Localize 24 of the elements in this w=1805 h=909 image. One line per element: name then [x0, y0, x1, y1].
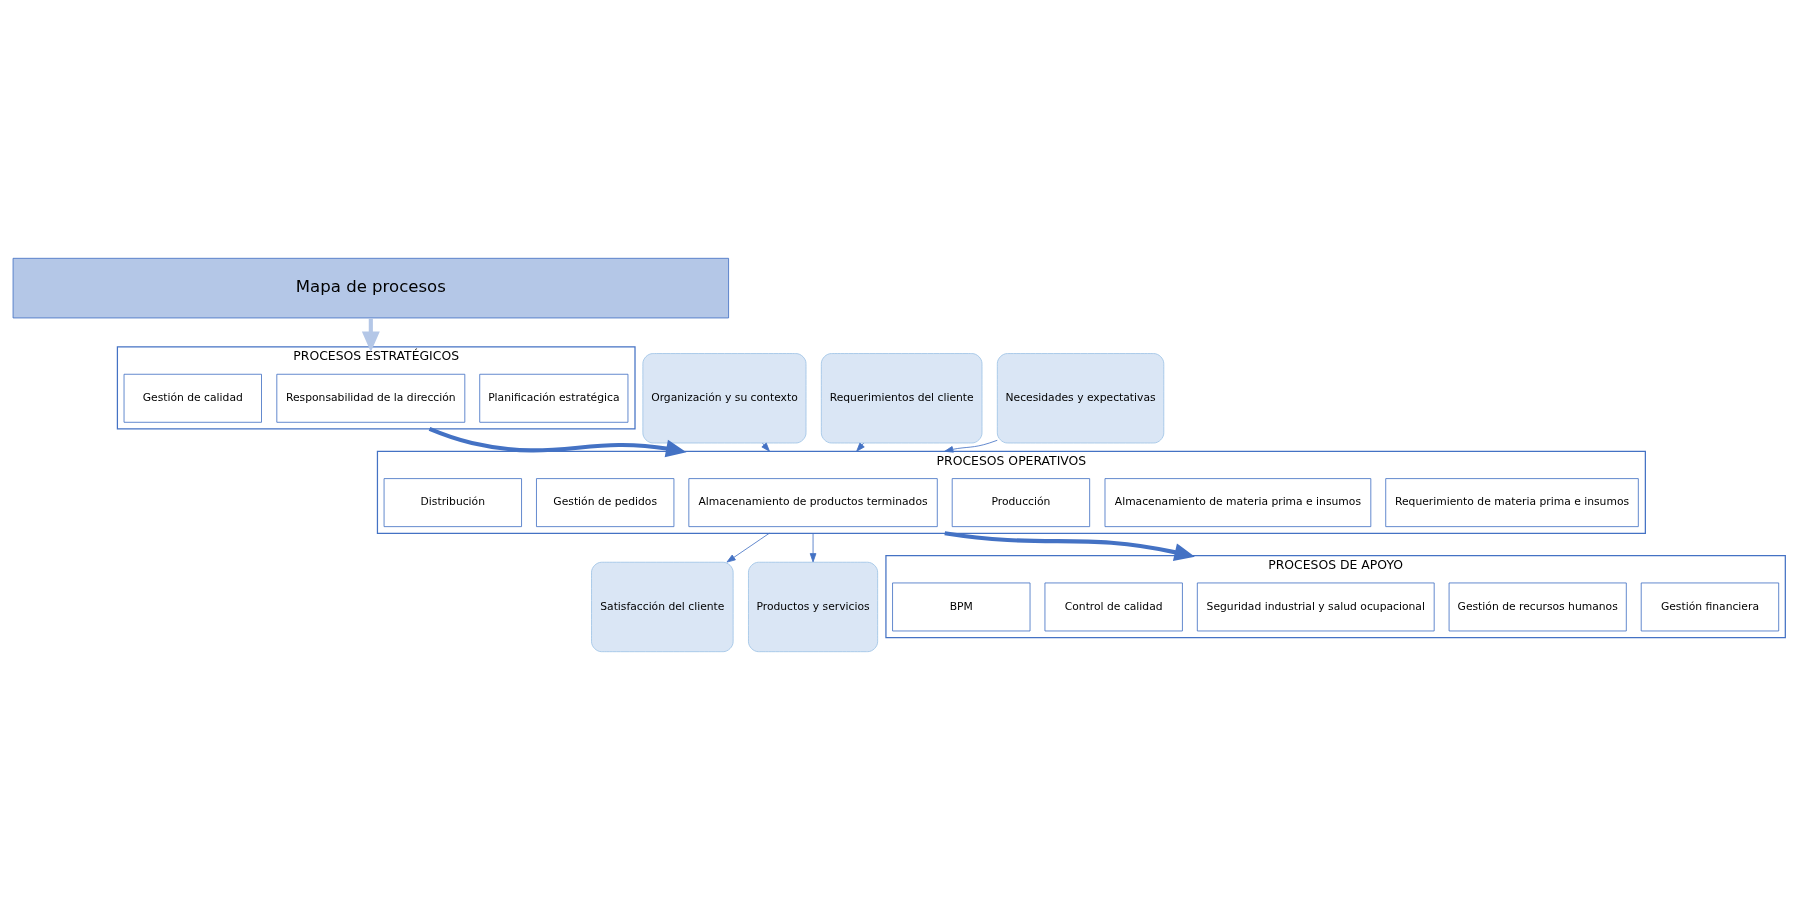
node-box: Gestión financiera — [1640, 582, 1780, 631]
node-box: Almacenamiento de productos terminados — [688, 477, 938, 527]
node-box: Satisfacción del cliente — [591, 561, 734, 652]
arrow — [726, 532, 770, 563]
arrow — [761, 442, 770, 452]
arrow — [809, 532, 817, 562]
node-box: Distribución — [383, 477, 522, 527]
node-box: Almacenamiento de materia prima e insumos — [1104, 477, 1372, 527]
node-box: Seguridad industrial y salud ocupacional — [1196, 582, 1435, 631]
node-box: Gestión de pedidos — [536, 477, 675, 527]
node-box: Necesidades y expectativas — [996, 352, 1165, 443]
node-box: Mapa de procesos — [12, 257, 729, 318]
node-box: Gestión de calidad — [123, 373, 262, 423]
node-box: Gestión de recursos humanos — [1448, 582, 1627, 631]
node-box: BPM — [892, 582, 1031, 631]
node-box: Productos y servicios — [748, 561, 879, 652]
node-box: Control de calidad — [1044, 582, 1183, 631]
arrow — [428, 426, 687, 457]
node-box: Responsabilidad de la dirección — [276, 373, 466, 423]
arrow — [856, 442, 865, 452]
node-box: Planificación estratégica — [479, 373, 629, 423]
node-box: Producción — [951, 477, 1091, 527]
arrow — [944, 439, 998, 453]
node-box: Requerimiento de materia prima e insumos — [1385, 477, 1639, 527]
